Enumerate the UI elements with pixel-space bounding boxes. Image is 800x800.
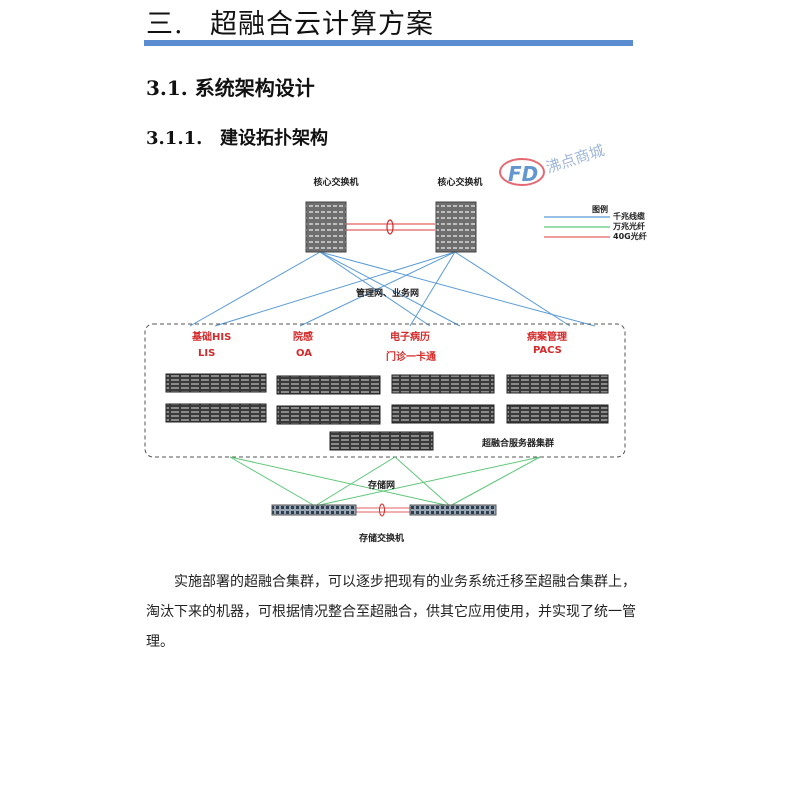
app-oa: OA	[296, 348, 312, 359]
storage-switch-2	[409, 504, 497, 516]
app-his: 基础HIS	[192, 332, 232, 343]
legend-lines	[544, 216, 610, 238]
app-records: 病案管理	[527, 332, 567, 343]
cluster-label: 超融合服务器集群	[482, 439, 555, 449]
server-row-1	[165, 373, 609, 395]
chapter-heading: 三. 超融合云计算方案	[146, 2, 434, 41]
core-switch-2-label: 核心交换机	[437, 178, 483, 188]
subsection-heading: 3.1.1. 建设拓扑架构	[146, 124, 328, 150]
server-row-2	[165, 403, 609, 425]
section-heading: 3.1. 系统架构设计	[146, 72, 315, 101]
app-lis: LIS	[198, 348, 216, 359]
core-switch-1-label: 核心交换机	[313, 178, 359, 188]
chapter-rule	[144, 40, 633, 46]
chapter-title: 超融合云计算方案	[210, 9, 434, 40]
40g-links	[345, 219, 435, 235]
app-infection: 院感	[293, 332, 313, 343]
watermark-logo: FD	[499, 158, 545, 186]
section-number: 3.1.	[146, 76, 188, 100]
storage-switch-label: 存储交换机	[359, 534, 405, 544]
core-switch-1-chassis	[305, 201, 347, 253]
legend-title: 图例	[592, 205, 608, 214]
subsection-number: 3.1.1.	[146, 128, 203, 149]
body-paragraph: 实施部署的超融合集群，可以逐步把现有的业务系统迁移至超融合集群上，淘汰下来的机器…	[146, 574, 636, 650]
network-label: 管理网、业务网	[356, 289, 420, 299]
app-emr: 电子病历	[390, 332, 430, 343]
chapter-number: 三.	[146, 9, 184, 40]
server-row-3	[329, 431, 434, 451]
cluster-boundary	[144, 323, 626, 458]
storage-switch-1	[271, 504, 357, 516]
app-pacs: PACS	[533, 345, 562, 356]
legend-gigabit: 千兆线缆	[613, 212, 645, 221]
app-card: 门诊一卡通	[386, 352, 436, 363]
topology-svg: FD	[144, 158, 626, 517]
subsection-title: 建设拓扑架构	[220, 128, 328, 149]
legend-40g: 40G光纤	[613, 232, 647, 241]
watermark-logo-text: FD	[508, 162, 538, 186]
core-switch-2-chassis	[435, 201, 477, 253]
section-title: 系统架构设计	[194, 76, 315, 100]
legend-10g: 万兆光纤	[613, 222, 645, 231]
topology-diagram: FD 沸点商城 核心交换机 核心交换机 图例 千兆线缆 万兆光纤 40G光纤 管…	[140, 141, 660, 550]
storage-links	[229, 456, 541, 507]
storage-40g-link	[355, 503, 410, 517]
gigabit-links	[189, 251, 596, 327]
storage-network-label: 存储网	[368, 481, 396, 491]
